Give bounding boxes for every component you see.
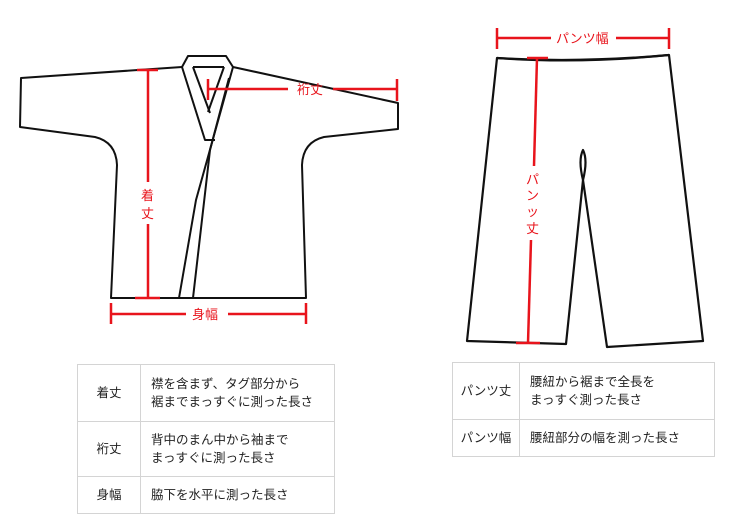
description-cell: 襟を含まず、タグ部分から 裾までまっすぐに測った長さ	[140, 364, 335, 422]
table-row: パンツ幅 腰紐部分の幅を測った長さ	[452, 419, 715, 457]
term-cell: 裄丈	[77, 421, 141, 477]
pants-length-label-2: ン	[526, 189, 539, 204]
jacket-length-label-bottom: 丈	[141, 207, 154, 222]
pants-length-measure	[516, 56, 548, 345]
table-row: パンツ丈 腰紐から裾まで全長を まっすぐ測った長さ	[452, 362, 715, 420]
description-line: 腰紐部分の幅を測った長さ	[530, 430, 681, 445]
description-line: 裾までまっすぐに測った長さ	[151, 394, 314, 409]
jacket-sleeve-measure	[206, 79, 399, 101]
description-cell: 背中のまん中から袖まで まっすぐに測った長さ	[140, 421, 335, 477]
description-line: 背中のまん中から袖まで	[151, 432, 289, 447]
term-cell: パンツ幅	[452, 419, 520, 457]
description-line: 脇下を水平に測った長さ	[151, 487, 289, 502]
jacket-length-label-top: 着	[141, 188, 154, 204]
description-cell: 腰紐から裾まで全長を まっすぐ測った長さ	[519, 362, 715, 420]
pants-length-label-4: 丈	[526, 222, 539, 237]
term-cell: 身幅	[77, 476, 141, 514]
pants-size-table: パンツ丈 腰紐から裾まで全長を まっすぐ測った長さ パンツ幅 腰紐部分の幅を測っ…	[452, 362, 715, 457]
description-line: 襟を含まず、タグ部分から	[151, 376, 301, 391]
size-diagram: 着 丈 裄丈 身幅 パンツ幅 パ ン ッ 丈	[19, 28, 705, 349]
term-cell: パンツ丈	[452, 362, 520, 420]
pants-width-measure	[495, 28, 671, 49]
description-line: まっすぐ測った長さ	[530, 392, 643, 407]
pants-length-label-3: ッ	[526, 205, 539, 220]
jacket-width-measure	[109, 303, 308, 324]
jacket-sleeve-label: 裄丈	[297, 83, 323, 98]
pants-length-label-1: パ	[526, 173, 539, 188]
description-line: 腰紐から裾まで全長を	[530, 374, 656, 389]
pants-outline	[465, 53, 705, 349]
description-line: まっすぐに測った長さ	[151, 450, 276, 465]
jacket-size-table: 着丈 襟を含まず、タグ部分から 裾までまっすぐに測った長さ 裄丈 背中のまん中か…	[77, 364, 335, 514]
description-cell: 腰紐部分の幅を測った長さ	[519, 419, 715, 457]
term-cell: 着丈	[77, 364, 141, 422]
description-cell: 脇下を水平に測った長さ	[140, 476, 335, 514]
jacket-length-measure	[135, 68, 160, 300]
table-row: 裄丈 背中のまん中から袖まで まっすぐに測った長さ	[77, 421, 335, 477]
pants-width-label: パンツ幅	[556, 32, 609, 47]
table-row: 身幅 脇下を水平に測った長さ	[77, 476, 335, 514]
jacket-width-label: 身幅	[192, 307, 218, 323]
table-row: 着丈 襟を含まず、タグ部分から 裾までまっすぐに測った長さ	[77, 364, 335, 422]
